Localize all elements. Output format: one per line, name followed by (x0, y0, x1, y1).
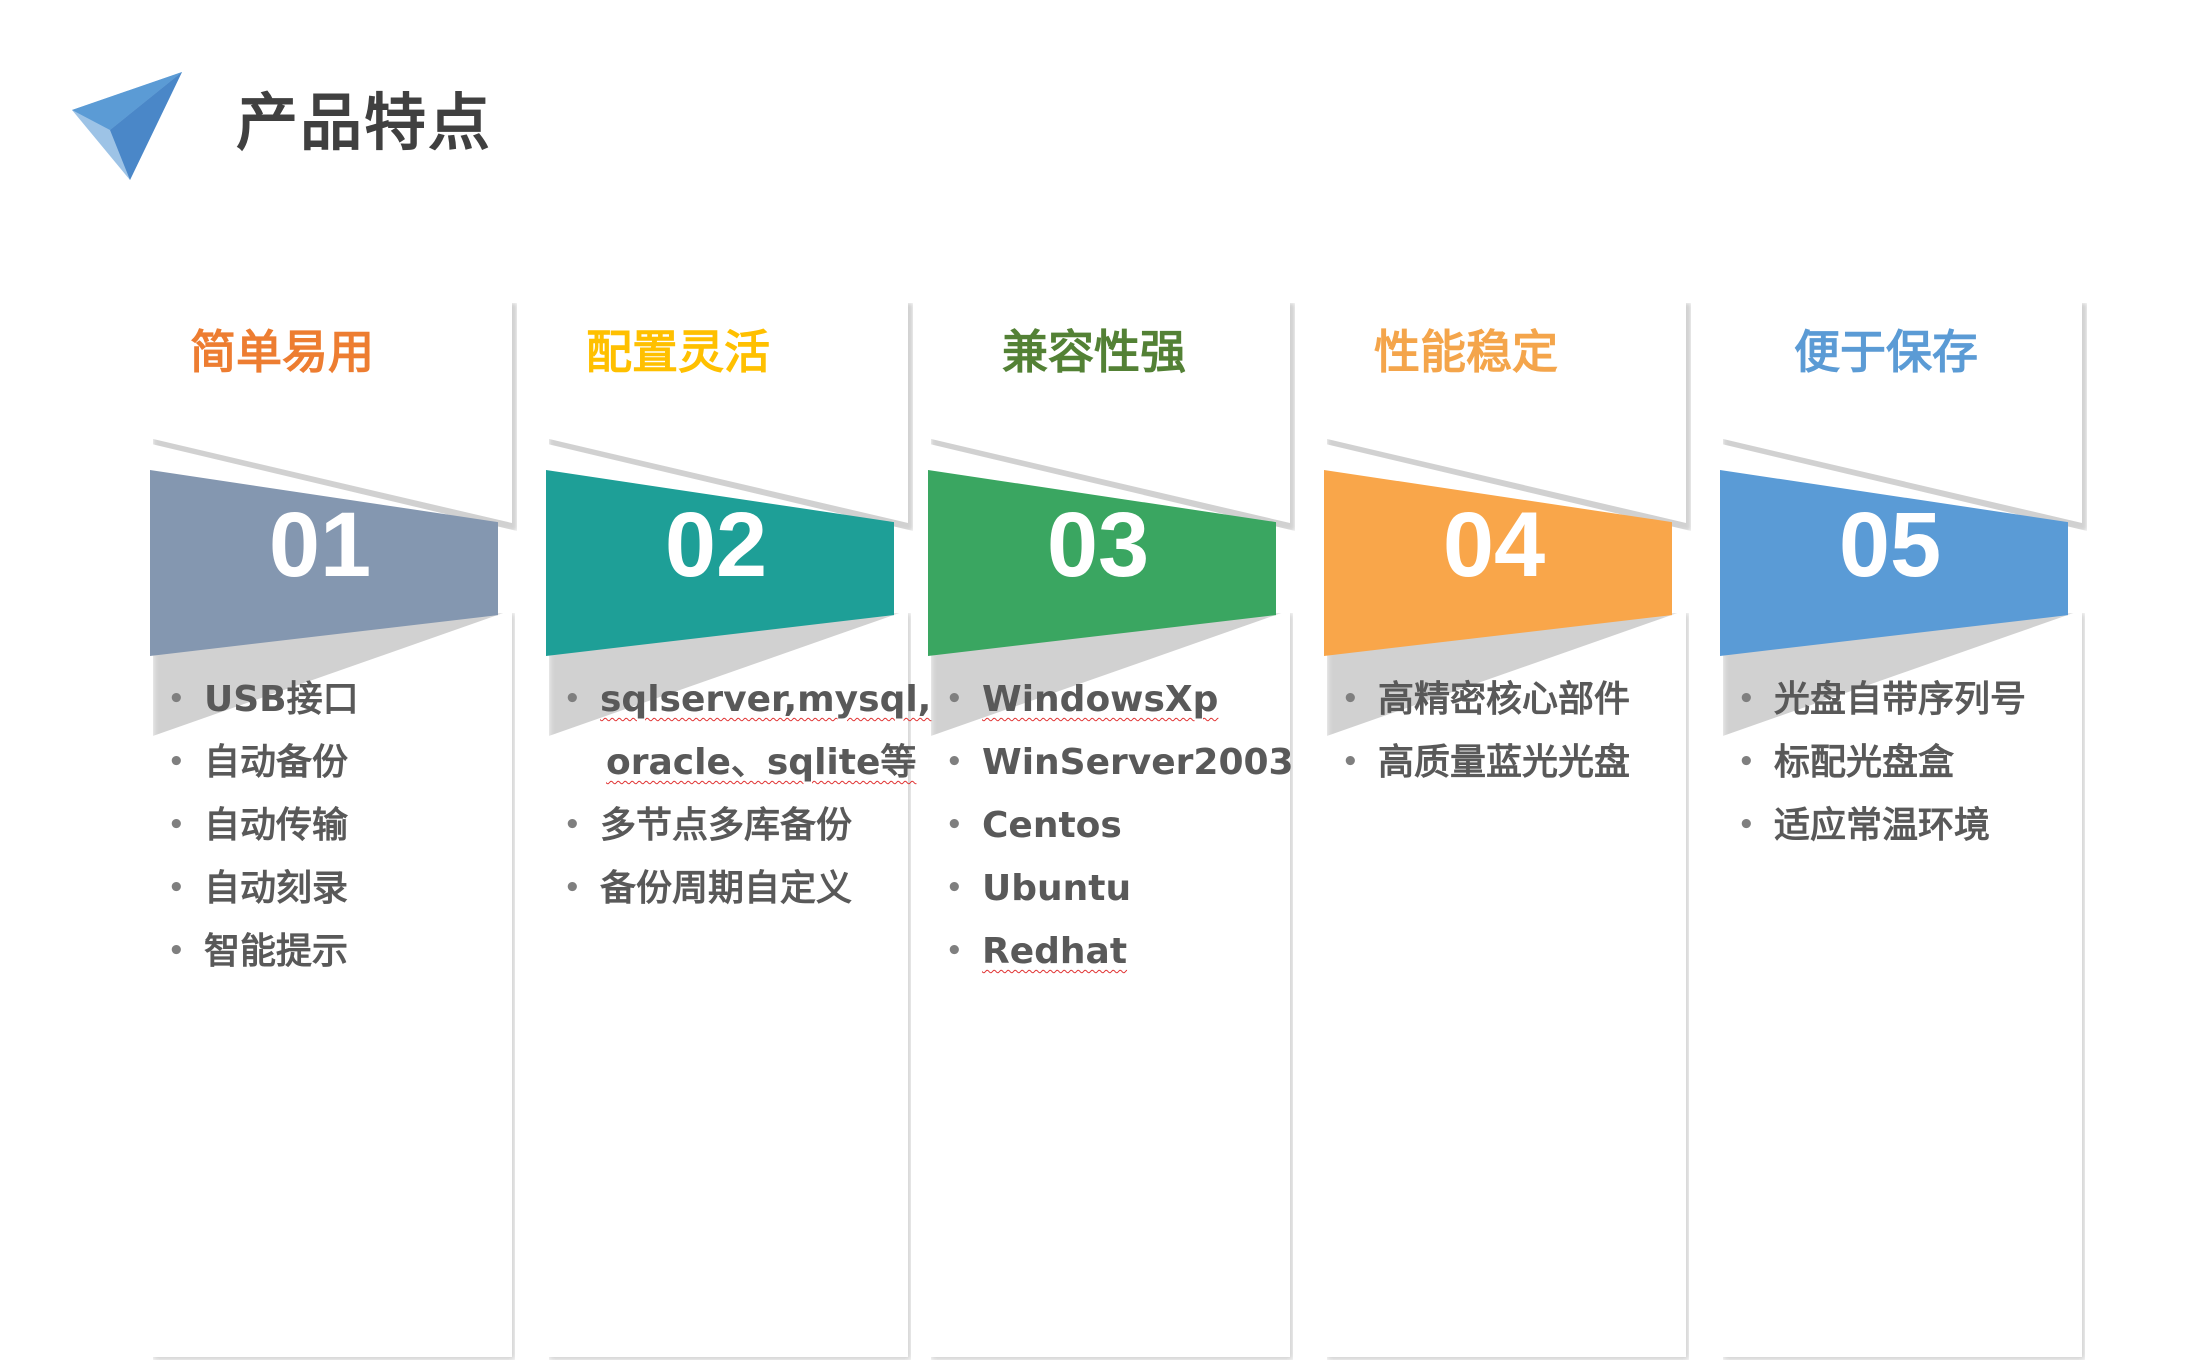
list-item: •USB接口 (164, 668, 359, 731)
list-item: •自动备份 (164, 731, 359, 794)
card-heading: 性能稳定 (1374, 325, 1558, 379)
feature-list: •高精密核心部件 •高质量蓝光光盘 (1338, 668, 1630, 794)
feature-list: •WindowsXp •WinServer2003 •Centos •Ubunt… (942, 668, 1294, 983)
list-item: •自动刻录 (164, 857, 359, 920)
card-heading: 兼容性强 (1002, 325, 1186, 379)
feature-list: •sqlserver,mysql, oracle、sqlite等 •多节点多库备… (560, 668, 931, 920)
card-number: 02 (664, 494, 768, 596)
bullet-icon: • (1738, 747, 1755, 777)
feature-list: •USB接口 •自动备份 •自动传输 •自动刻录 •智能提示 (164, 668, 359, 983)
list-item: •光盘自带序列号 (1734, 668, 2026, 731)
card-number: 04 (1442, 494, 1546, 596)
paper-plane-icon (72, 72, 182, 180)
feature-list: •光盘自带序列号 •标配光盘盒 •适应常温环境 (1734, 668, 2026, 857)
bullet-icon: • (946, 810, 963, 840)
card-heading: 配置灵活 (586, 325, 770, 379)
card-heading: 简单易用 (190, 325, 374, 379)
list-item: •sqlserver,mysql, (560, 668, 931, 731)
list-item: •多节点多库备份 (560, 794, 931, 857)
bullet-icon: • (946, 936, 963, 966)
card-number: 03 (1046, 494, 1150, 596)
card-number: 01 (268, 494, 372, 596)
bullet-icon: • (168, 684, 185, 714)
bullet-icon: • (1738, 684, 1755, 714)
bullet-icon: • (168, 747, 185, 777)
bullet-icon: • (168, 810, 185, 840)
bullet-icon: • (946, 684, 963, 714)
list-item: •Ubuntu (942, 857, 1294, 920)
list-item: •自动传输 (164, 794, 359, 857)
bullet-icon: • (1738, 810, 1755, 840)
page-title: 产品特点 (236, 86, 493, 159)
bullet-icon: • (564, 810, 581, 840)
bullet-icon: • (946, 873, 963, 903)
bullet-icon: • (564, 684, 581, 714)
list-item: •高精密核心部件 (1338, 668, 1630, 731)
bullet-icon: • (1342, 684, 1359, 714)
list-item: •适应常温环境 (1734, 794, 2026, 857)
bullet-icon: • (1342, 747, 1359, 777)
bullet-icon: • (564, 873, 581, 903)
bullet-icon: • (168, 936, 185, 966)
list-item: •标配光盘盒 (1734, 731, 2026, 794)
bullet-icon: • (946, 747, 963, 777)
list-item: •WinServer2003 (942, 731, 1294, 794)
bullet-icon: • (168, 873, 185, 903)
list-item: •Redhat (942, 920, 1294, 983)
list-item: •备份周期自定义 (560, 857, 931, 920)
list-item: •高质量蓝光光盘 (1338, 731, 1630, 794)
list-item: •智能提示 (164, 920, 359, 983)
card-heading: 便于保存 (1794, 325, 1978, 379)
card-number: 05 (1838, 494, 1942, 596)
list-item: •Centos (942, 794, 1294, 857)
list-item-continuation: oracle、sqlite等 (606, 742, 917, 783)
list-item: •WindowsXp (942, 668, 1294, 731)
